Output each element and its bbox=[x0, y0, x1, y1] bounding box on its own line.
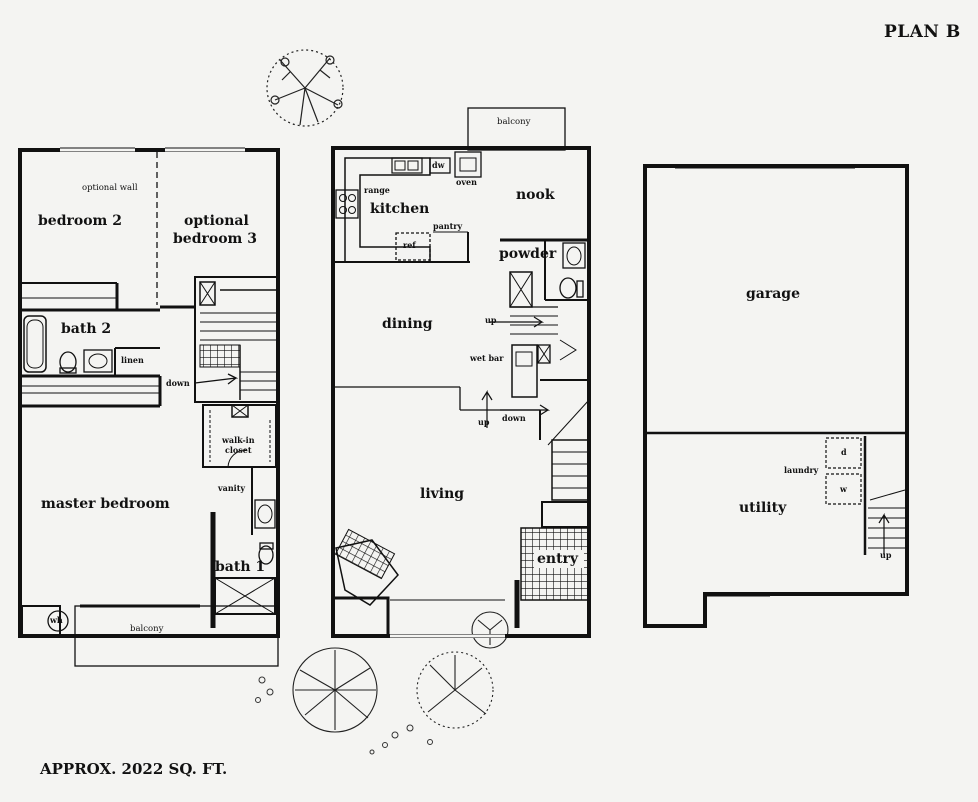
label-laundry: laundry bbox=[784, 465, 819, 475]
room-label-bath-1: bath 1 bbox=[215, 559, 266, 575]
label-range: range bbox=[364, 185, 390, 195]
room-label-dining: dining bbox=[382, 316, 433, 332]
area-label: APPROX. 2022 SQ. FT. bbox=[40, 760, 228, 778]
label-balcony-upper: balcony bbox=[130, 624, 164, 634]
room-label-entry: entry bbox=[537, 551, 579, 567]
room-label-optional-bedroom-3-line1: optional bbox=[184, 213, 249, 229]
label-stair-down-main: down bbox=[502, 413, 526, 423]
label-vanity: vanity bbox=[218, 483, 246, 493]
room-label-bedroom-2: bedroom 2 bbox=[38, 213, 122, 229]
room-label-bath-2: bath 2 bbox=[61, 321, 112, 337]
label-washer: w bbox=[840, 484, 847, 494]
room-label-utility: utility bbox=[739, 500, 787, 516]
label-stair-up-main: up bbox=[485, 315, 497, 325]
tree-top-icon bbox=[266, 49, 344, 127]
label-landing-up: up bbox=[478, 417, 490, 427]
lower-floor-walls bbox=[643, 164, 909, 628]
main-floor-walls bbox=[331, 107, 591, 638]
plan-title: PLAN B bbox=[884, 22, 961, 42]
label-balcony-main: balcony bbox=[497, 117, 531, 127]
room-label-powder: powder bbox=[499, 246, 557, 262]
room-label-optional-bedroom-3-line2: bedroom 3 bbox=[173, 231, 257, 247]
label-oven: oven bbox=[456, 177, 477, 187]
tree-bottom-left-icon bbox=[292, 647, 378, 733]
room-label-living: living bbox=[420, 486, 465, 502]
label-stair-down-upper: down bbox=[166, 378, 190, 388]
label-walk-in-line2: closet bbox=[225, 445, 252, 455]
room-label-kitchen: kitchen bbox=[370, 201, 430, 217]
label-optional-wall: optional wall bbox=[82, 183, 138, 193]
label-linen: linen bbox=[121, 355, 144, 365]
label-walk-in-line1: walk-in bbox=[222, 435, 255, 445]
room-label-garage: garage bbox=[746, 286, 801, 302]
label-ref: ref bbox=[403, 240, 416, 250]
label-dw: dw bbox=[432, 160, 445, 170]
upper-floor-walls bbox=[18, 147, 280, 667]
tree-bottom-right-icon bbox=[416, 611, 509, 729]
room-label-nook: nook bbox=[516, 187, 555, 203]
room-label-master-bedroom: master bedroom bbox=[41, 496, 170, 512]
shrubs-icon bbox=[255, 676, 433, 755]
label-stair-up-lower: up bbox=[880, 550, 892, 560]
label-dryer: d bbox=[841, 447, 847, 457]
label-wh: wh bbox=[50, 615, 63, 625]
label-pantry: pantry bbox=[433, 221, 463, 231]
label-wet-bar: wet bar bbox=[470, 353, 504, 363]
